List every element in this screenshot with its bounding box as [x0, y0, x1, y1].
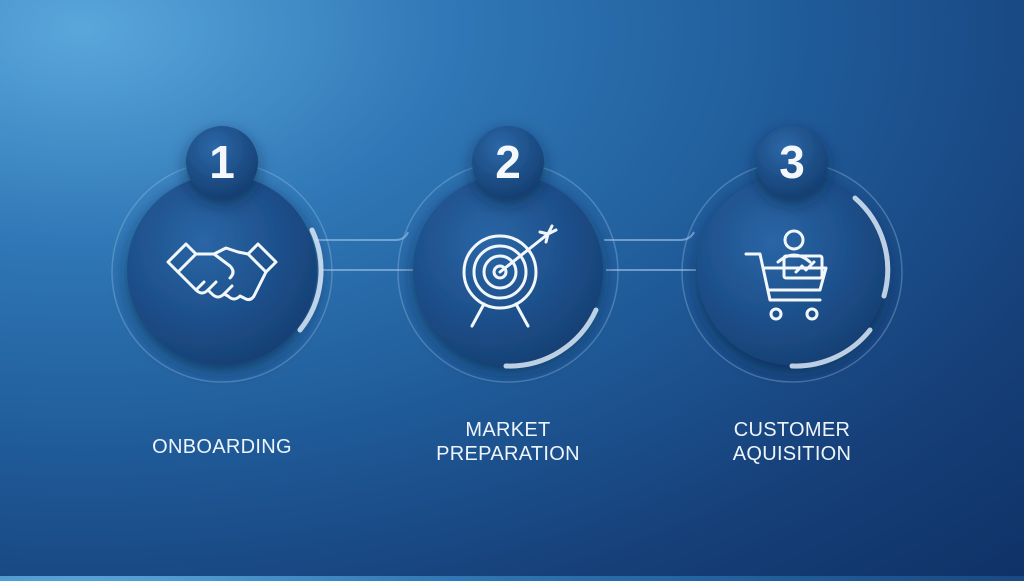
handshake-icon [166, 242, 278, 302]
step-2-ring-accent [503, 307, 599, 369]
connector-2-3-upper [604, 231, 695, 241]
step-2-number: 2 [495, 136, 521, 188]
step-1-label-line-1: ONBOARDING [152, 436, 292, 458]
step-2-label-line-1: MARKET [465, 419, 551, 441]
step-3-number: 3 [779, 136, 805, 188]
step-1-badge [186, 126, 258, 198]
step-3-ring-accent [789, 195, 891, 369]
connector-1-2-upper [316, 231, 409, 241]
step-1-circle [127, 175, 317, 365]
step-3-badge [756, 126, 828, 198]
step-1-number: 1 [209, 136, 235, 188]
step-2-circle [413, 175, 603, 365]
step-3: 3 [681, 126, 903, 383]
step-2-label-line-2: PREPARATION [436, 443, 580, 465]
step-2: 2 [397, 126, 619, 383]
step-1: 1 [111, 126, 333, 383]
step-1-ring-accent [297, 227, 324, 333]
step-3-label: CUSTOMER AQUISITION [682, 418, 902, 466]
step-2-label: MARKET PREPARATION [398, 418, 618, 466]
step-3-circle [697, 175, 887, 365]
step-3-label-line-1: CUSTOMER [733, 419, 851, 441]
target-arrow-icon [462, 224, 558, 328]
step-2-badge [472, 126, 544, 198]
shopping-cart-customer-icon [744, 229, 828, 321]
step-1-label: ONBOARDING [112, 435, 332, 459]
step-3-label-line-2: AQUISITION [732, 443, 852, 465]
